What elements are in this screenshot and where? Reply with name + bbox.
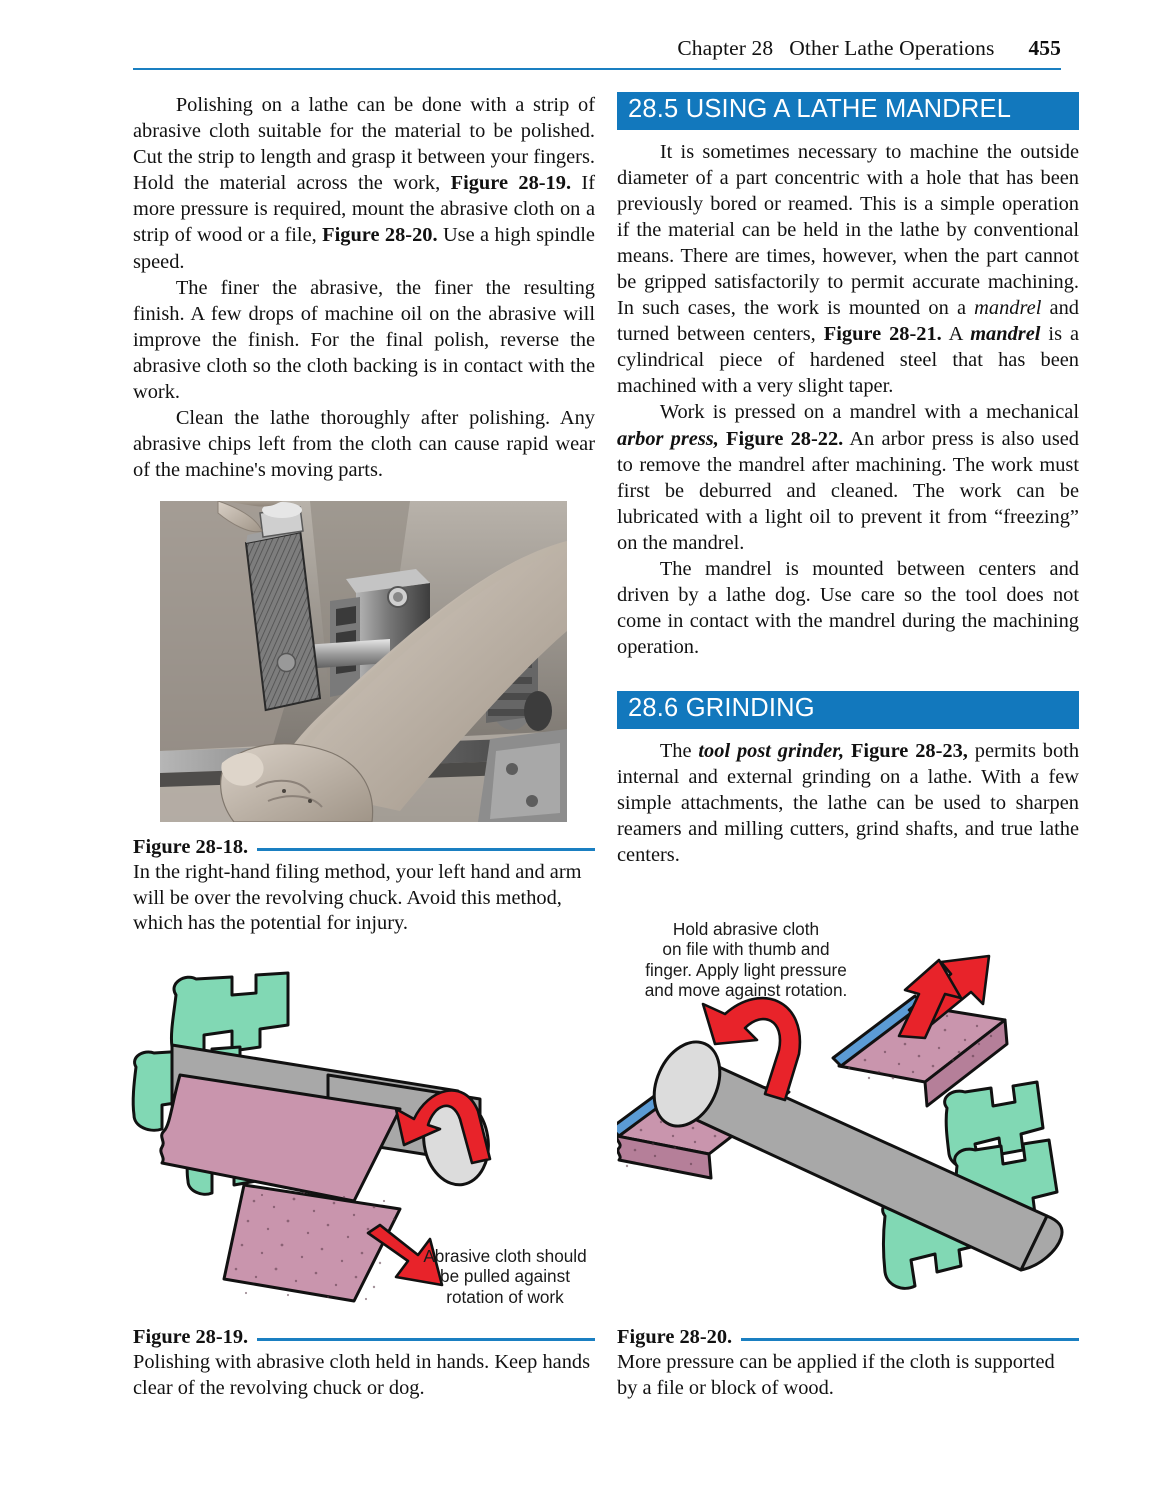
- section-heading-28-5: 28.5 USING A LATHE MANDREL: [617, 92, 1079, 130]
- figure-28-19-label: Figure 28-19.: [133, 1326, 249, 1348]
- paragraph-clean-lathe: Clean the lathe thoroughly after polishi…: [133, 407, 595, 482]
- figure-28-19-art: [128, 963, 598, 1303]
- figure-28-20-caption-text: More pressure can be applied if the clot…: [617, 1351, 1055, 1399]
- figure-28-20-art: [617, 948, 1087, 1308]
- figure-28-20-caption: Figure 28-20. More pressure can be appli…: [617, 1326, 1079, 1401]
- paragraph-mandrel-3: The mandrel is mounted between centers a…: [617, 558, 1079, 659]
- running-head-title: Other Lathe Operations: [789, 36, 995, 60]
- figure-28-19-caption-text: Polishing with abrasive cloth held in ha…: [133, 1351, 591, 1399]
- figure-28-18-photo: [160, 501, 567, 822]
- abrasive-cloth-hand-polish-diagram: [131, 971, 492, 1303]
- right-column: 28.5 USING A LATHE MANDREL It is sometim…: [617, 92, 1079, 868]
- motion-arrow-red: [897, 954, 991, 1040]
- running-head: Chapter 28 Other Lathe Operations 455: [133, 36, 1061, 71]
- abrasive-cloth-on-file-diagram: [617, 954, 1064, 1290]
- rotation-arrow-red: [394, 1089, 492, 1165]
- lathe-filing-photo-illustration: [160, 501, 567, 822]
- page-number: 455: [1028, 36, 1061, 60]
- figure-28-20-caption-headrow: Figure 28-20.: [617, 1326, 1079, 1349]
- figure-28-19-annotation: Abrasive cloth should be pulled against …: [423, 1246, 587, 1307]
- figure-28-19-caption-rule: [257, 1338, 595, 1341]
- figure-28-19-caption-headrow: Figure 28-19.: [133, 1326, 595, 1349]
- figure-28-18-caption-rule: [257, 848, 595, 851]
- figure-28-18-caption-text: In the right-hand filing method, your le…: [133, 861, 582, 934]
- section-heading-28-6: 28.6 GRINDING: [617, 691, 1079, 729]
- rotation-arrow-red-2: [701, 996, 802, 1102]
- figure-28-20-label: Figure 28-20.: [617, 1326, 733, 1348]
- abrasive-grit-texture: [234, 1191, 396, 1301]
- paragraph-mandrel-2: Work is pressed on a mandrel with a mech…: [617, 401, 1080, 554]
- abrasive-grit-texture-2: [625, 1014, 993, 1172]
- running-head-text: Chapter 28 Other Lathe Operations 455: [677, 36, 1061, 61]
- figure-28-19-caption: Figure 28-19. Polishing with abrasive cl…: [133, 1326, 595, 1401]
- paragraph-finer-abrasive: The finer the abrasive, the finer the re…: [133, 276, 595, 404]
- figure-28-18-label: Figure 28-18.: [133, 836, 249, 858]
- header-rule: [133, 68, 1061, 71]
- figure-28-20-annotation: Hold abrasive cloth on file with thumb a…: [644, 919, 848, 1001]
- left-column: Polishing on a lathe can be done with a …: [133, 92, 595, 483]
- figure-28-18-caption: Figure 28-18. In the right-hand filing m…: [133, 836, 595, 937]
- paragraph-grinding-1: The tool post grinder, Figure 28-23, per…: [617, 739, 1080, 867]
- pull-arrow-red: [366, 1223, 444, 1287]
- figure-28-18-caption-headrow: Figure 28-18.: [133, 836, 595, 859]
- running-head-chapter: Chapter 28: [677, 36, 774, 60]
- paragraph-mandrel-1: It is sometimes necessary to machine the…: [617, 140, 1080, 398]
- paragraph-polishing-intro: Polishing on a lathe can be done with a …: [133, 94, 596, 273]
- figure-28-20-caption-rule: [741, 1338, 1079, 1341]
